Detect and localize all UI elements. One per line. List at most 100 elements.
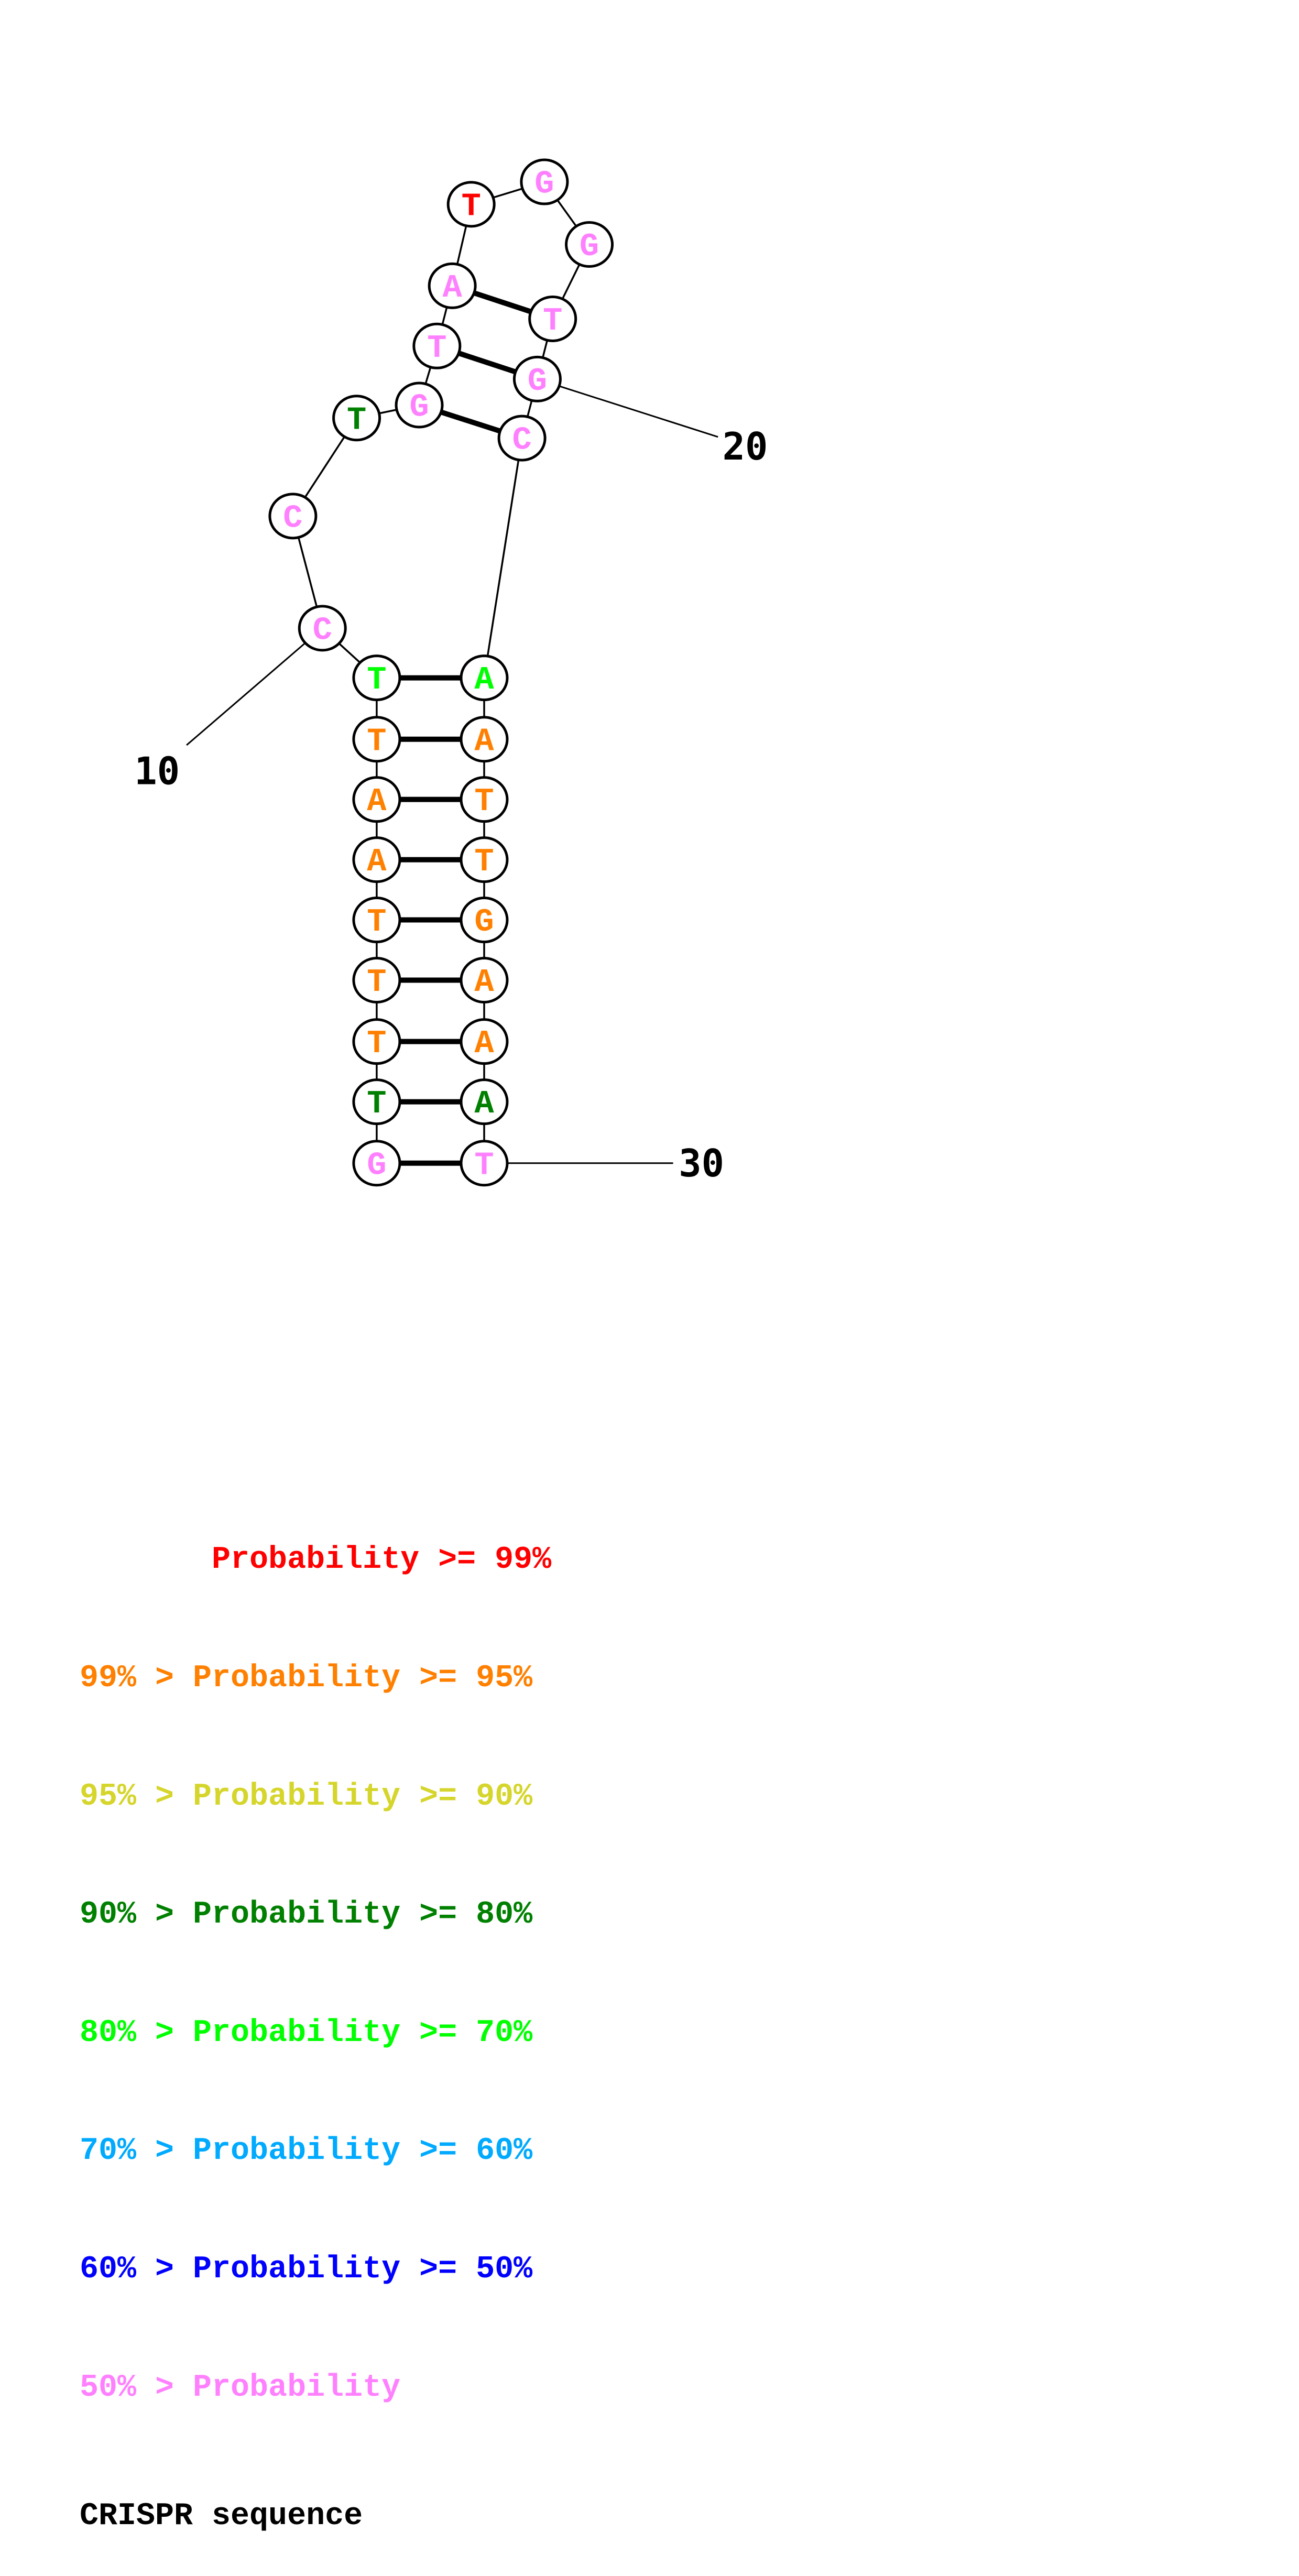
probability-legend: Probability >= 99% 99% > Probability >= … (80, 1462, 551, 2576)
nucleotide-26: G (460, 897, 509, 944)
nucleotide-10: C (298, 605, 347, 652)
nucleotide-circle (460, 1078, 509, 1126)
nucleotide-letter: T (367, 1085, 386, 1122)
nucleotide-letter: A (474, 723, 494, 760)
nucleotide-letter: T (462, 188, 481, 225)
nucleotide-letter: T (543, 302, 562, 340)
nucleotide-circle (352, 836, 401, 883)
nucleotide-letter: T (347, 401, 366, 439)
legend-row-p95: 99% > Probability >= 95% (80, 1661, 533, 1696)
nucleotide-circle (460, 1140, 509, 1187)
figure-title: CRISPR sequence (80, 2498, 363, 2535)
legend-row-p50: 60% > Probability >= 50% (80, 2251, 533, 2287)
nucleotide-letter: G (409, 388, 429, 425)
backbone-segment (483, 438, 523, 678)
nucleotide-circle (352, 776, 401, 823)
nucleotide-4: T (352, 956, 401, 1003)
nucleotide-15: A (428, 262, 477, 309)
position-label-20: 20 (723, 424, 768, 468)
nucleotide-23: A (460, 716, 509, 763)
nucleotide-letter: T (474, 1147, 494, 1184)
nucleotide-6: A (352, 836, 401, 883)
nucleotide-21: C (497, 414, 547, 462)
nucleotide-30: T (460, 1140, 509, 1187)
nucleotide-circle (460, 897, 509, 944)
nucleotide-25: T (460, 836, 509, 883)
nucleotide-circle (460, 716, 509, 763)
nucleotide-17: G (520, 158, 569, 205)
nucleotide-letter: A (474, 964, 494, 1001)
nucleotide-3: T (352, 1018, 401, 1065)
position-label-10: 10 (134, 749, 180, 793)
nucleotide-circle (512, 355, 562, 402)
legend-row-p60: 70% > Probability >= 60% (80, 2133, 533, 2169)
nucleotide-circle (565, 221, 614, 268)
nucleotide-letter: A (367, 783, 387, 820)
nucleotide-letter: G (580, 228, 599, 265)
nucleotide-circle (352, 1018, 401, 1065)
nucleotide-18: G (565, 221, 614, 268)
nucleotide-8: T (352, 716, 401, 763)
position-label-leader (537, 378, 718, 438)
nucleotide-circle (446, 181, 496, 228)
nucleotide-12: T (332, 395, 381, 442)
nucleotide-circle (460, 654, 509, 702)
nucleotide-circle (528, 295, 577, 342)
nucleotide-22: A (460, 654, 509, 702)
nucleotide-letter: A (474, 1025, 494, 1062)
nucleotide-circle (268, 493, 318, 540)
nucleotide-19: T (528, 295, 577, 342)
position-label-leaders (186, 378, 718, 1164)
nucleotide-circle (520, 158, 569, 205)
nucleotide-13: G (395, 381, 444, 429)
nucleotide-28: A (460, 1018, 509, 1065)
nucleotide-circle (332, 395, 381, 442)
nucleotide-circle (460, 776, 509, 823)
nucleotide-circle (298, 605, 347, 652)
nucleotide-circle (352, 897, 401, 944)
nucleotide-letter: T (427, 330, 446, 367)
nucleotide-letter: A (443, 269, 463, 307)
legend-row-low: 50% > Probability (80, 2370, 401, 2406)
nucleotide-letter: T (367, 1025, 386, 1062)
legend-row-p70: 80% > Probability >= 70% (80, 2015, 533, 2051)
position-label-leader (186, 627, 323, 746)
nucleotide-letter: T (367, 903, 386, 941)
nucleotide-7: A (352, 776, 401, 823)
nucleotide-14: T (412, 322, 462, 369)
nucleotide-letter: G (528, 363, 547, 400)
nucleotide-letter: A (474, 661, 494, 698)
nucleotide-27: A (460, 956, 509, 1003)
nucleotide-circle (428, 262, 477, 309)
nucleotide-circle (352, 654, 401, 702)
nucleotide-letter: T (367, 964, 386, 1001)
nucleotide-letter: C (313, 612, 332, 649)
legend-row-p80: 90% > Probability >= 80% (80, 1897, 533, 1933)
nucleotide-circle (352, 956, 401, 1003)
nucleotide-20: G (512, 355, 562, 402)
nucleotide-circle (460, 956, 509, 1003)
nucleotide-letter: C (512, 422, 531, 459)
nucleotide-circle (352, 1140, 401, 1187)
nucleotide-circle (352, 1078, 401, 1126)
nucleotide-circle (460, 836, 509, 883)
nucleotide-circle (412, 322, 462, 369)
nucleotide-letter: C (283, 499, 302, 537)
nucleotide-letter: T (474, 783, 494, 820)
nucleotide-letter: A (367, 843, 387, 880)
nucleotide-1: G (352, 1140, 401, 1187)
nucleotide-16: T (446, 181, 496, 228)
nucleotide-11: C (268, 493, 318, 540)
nucleotide-circle (460, 1018, 509, 1065)
nucleotide-letter: A (474, 1085, 494, 1122)
nucleotide-letter: T (367, 723, 386, 760)
nucleotide-5: T (352, 897, 401, 944)
legend-row-p99: Probability >= 99% (80, 1542, 552, 1578)
nucleotide-letter: T (474, 843, 494, 880)
nucleotide-9: T (352, 654, 401, 702)
nucleotide-letter: T (367, 661, 386, 698)
nucleotide-circle (352, 716, 401, 763)
